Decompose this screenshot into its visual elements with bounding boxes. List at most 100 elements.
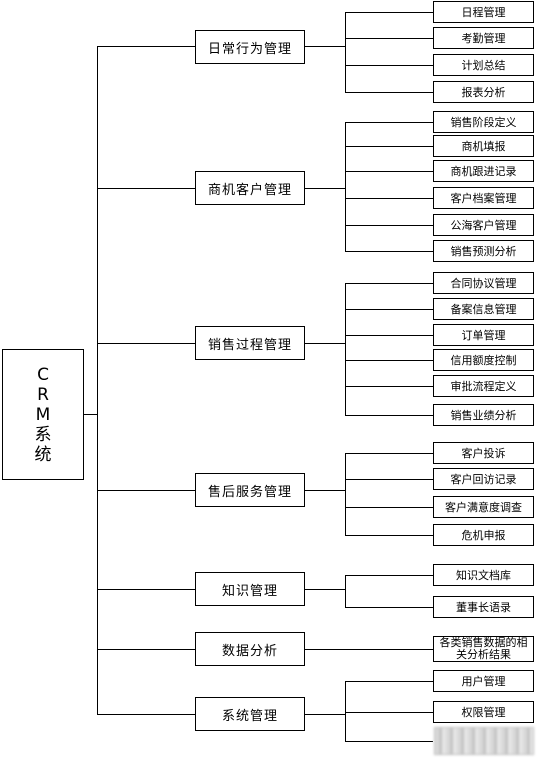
root-char: 统 (34, 444, 52, 465)
branch-line (305, 343, 345, 344)
leaf-label: 销售业绩分析 (450, 409, 517, 422)
leaf-line (345, 12, 433, 13)
leaf-node: 知识文档库 (433, 564, 534, 586)
leaf-line (345, 122, 433, 123)
sub-trunk-line (345, 575, 346, 607)
root-char: R (37, 384, 49, 405)
leaf-line (345, 386, 433, 387)
sub-trunk-line (345, 122, 346, 251)
leaf-label: 各类销售数据的相关分析结果 (439, 636, 528, 661)
leaf-label: 公海客户管理 (450, 219, 517, 232)
leaf-line (345, 360, 433, 361)
leaf-label: 董事长语录 (456, 601, 511, 614)
leaf-line (345, 575, 433, 576)
root-char: M (35, 404, 51, 425)
branch-line (97, 589, 195, 590)
root-connector (84, 414, 97, 415)
leaf-line (345, 681, 433, 682)
category-knowledge: 知识管理 (195, 572, 305, 606)
leaf-node: 商机填报 (433, 135, 534, 157)
leaf-label: 考勤管理 (461, 32, 506, 45)
leaf-line (345, 146, 433, 147)
branch-line (97, 649, 195, 650)
category-label: 数据分析 (221, 643, 278, 659)
leaf-line (345, 65, 433, 66)
leaf-node: 客户回访记录 (433, 468, 534, 490)
leaf-label: 合同协议管理 (450, 277, 517, 290)
leaf-node: 考勤管理 (433, 27, 534, 49)
branch-line (97, 46, 195, 47)
leaf-node: 信用额度控制 (433, 349, 534, 371)
branch-line (305, 714, 345, 715)
leaf-label: 审批流程定义 (450, 380, 517, 393)
leaf-node: 审批流程定义 (433, 375, 534, 397)
root-node: C R M 系 统 (2, 349, 84, 480)
leaf-node: 报表分析 (433, 81, 534, 103)
leaf-line (345, 38, 433, 39)
leaf-label: 用户管理 (461, 675, 506, 688)
sub-trunk-line (345, 12, 346, 92)
leaf-node: 危机申报 (433, 524, 534, 546)
branch-line (305, 188, 345, 189)
leaf-label: 危机申报 (461, 529, 506, 542)
leaf-label: 备案信息管理 (450, 303, 517, 316)
leaf-line (345, 92, 433, 93)
branch-line (97, 490, 195, 491)
leaf-line (345, 415, 433, 416)
branch-line (305, 589, 345, 590)
branch-line (97, 714, 195, 715)
leaf-label: 客户满意度调查 (445, 501, 522, 514)
category-label: 系统管理 (221, 708, 278, 724)
category-label: 日常行为管理 (207, 41, 292, 57)
trunk-line (97, 46, 98, 714)
category-opportunity-customer: 商机客户管理 (195, 171, 305, 205)
leaf-node: 各类销售数据的相关分析结果 (433, 636, 534, 662)
leaf-line (345, 283, 433, 284)
category-sales-process: 销售过程管理 (195, 326, 305, 360)
blurred-watermark (434, 727, 534, 755)
leaf-label: 商机跟进记录 (450, 165, 517, 178)
leaf-label: 信用额度控制 (450, 354, 517, 367)
category-label: 商机客户管理 (207, 182, 292, 198)
leaf-node: 日程管理 (433, 1, 534, 23)
leaf-label: 知识文档库 (456, 569, 511, 582)
leaf-line (345, 535, 433, 536)
leaf-label: 销售阶段定义 (450, 116, 517, 129)
sub-trunk-line (345, 453, 346, 535)
category-label: 销售过程管理 (207, 337, 292, 353)
leaf-label: 日程管理 (461, 6, 506, 19)
leaf-line (345, 335, 433, 336)
leaf-node: 计划总结 (433, 54, 534, 76)
branch-line (305, 490, 345, 491)
leaf-node: 权限管理 (433, 701, 534, 723)
category-label: 售后服务管理 (207, 484, 292, 500)
leaf-node: 客户档案管理 (433, 187, 534, 209)
category-daily-behavior: 日常行为管理 (195, 30, 305, 64)
leaf-node: 董事长语录 (433, 596, 534, 618)
category-system: 系统管理 (195, 697, 305, 731)
leaf-line (345, 507, 433, 508)
leaf-label: 客户档案管理 (450, 192, 517, 205)
leaf-line (345, 171, 433, 172)
leaf-label: 报表分析 (461, 86, 506, 99)
leaf-node: 销售业绩分析 (433, 404, 534, 426)
branch-line (97, 188, 195, 189)
leaf-node: 销售预测分析 (433, 240, 534, 262)
leaf-line (345, 453, 433, 454)
root-char: 系 (34, 424, 52, 445)
category-data-analysis: 数据分析 (195, 632, 305, 666)
leaf-label: 权限管理 (461, 706, 506, 719)
leaf-node: 公海客户管理 (433, 214, 534, 236)
leaf-label: 订单管理 (461, 329, 506, 342)
leaf-node: 商机跟进记录 (433, 160, 534, 182)
leaf-line (345, 225, 433, 226)
leaf-label: 销售预测分析 (450, 245, 517, 258)
leaf-node: 销售阶段定义 (433, 111, 534, 133)
sub-trunk-line (345, 283, 346, 415)
leaf-line (345, 251, 433, 252)
branch-line (305, 46, 345, 47)
leaf-line (345, 479, 433, 480)
leaf-line (345, 712, 433, 713)
category-after-sales: 售后服务管理 (195, 473, 305, 507)
